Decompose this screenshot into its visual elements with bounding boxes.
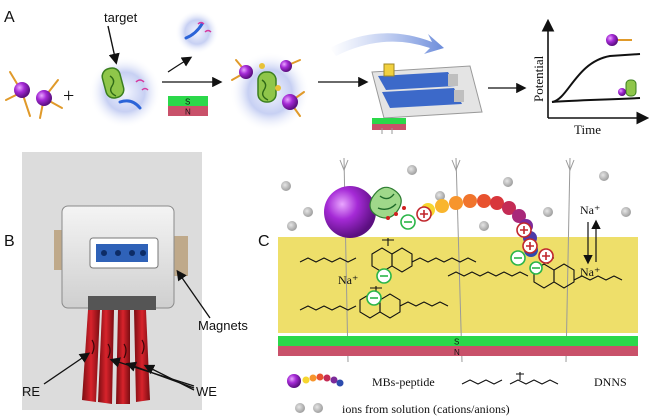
legend-ions: ions from solution (cations/anions) — [342, 402, 510, 416]
mb-target-complex — [230, 52, 310, 132]
mb-peptide-on-membrane — [324, 186, 538, 257]
plus-charge — [522, 238, 538, 254]
panel-a-label: A — [4, 9, 15, 26]
dnns-molecules — [299, 238, 623, 319]
legend: MBs-peptide DNNS ions from solution (cat… — [287, 372, 627, 416]
plus-charge — [538, 248, 554, 264]
lower-curve — [551, 97, 641, 103]
plus-sign: + — [63, 85, 74, 107]
sensor-device-photo — [22, 152, 202, 410]
potential-time-chart: Potential Time — [531, 18, 650, 137]
target-bacteria — [89, 56, 161, 128]
we-label: WE — [196, 384, 217, 399]
sensor-strip — [371, 63, 483, 134]
minus-charge — [529, 261, 543, 275]
minus-charge — [510, 250, 526, 266]
bound-target-marker — [625, 79, 637, 97]
mb-peptide-conjugate — [5, 71, 63, 119]
legend-dnns-icon — [461, 379, 559, 385]
magnet-bar-s-label: S — [454, 338, 459, 347]
plus-charge — [416, 206, 432, 222]
sodium-ion-membrane: Na⁺ — [580, 265, 600, 279]
chart-xlabel: Time — [574, 122, 601, 137]
deposit-sweep-arrow — [330, 33, 444, 56]
target-pointer-arrow — [107, 25, 120, 65]
minus-charge — [376, 268, 392, 284]
magnet-n-label: N — [185, 108, 191, 117]
upper-curve — [551, 53, 641, 103]
release-arrow — [167, 56, 193, 73]
panel-b-label: B — [4, 233, 15, 250]
magnet-block-a: S N — [168, 96, 208, 117]
free-bead-marker — [606, 34, 618, 46]
re-label: RE — [22, 384, 40, 399]
sodium-ion-solution: Na⁺ — [580, 203, 600, 217]
legend-ion-icon — [295, 403, 305, 413]
charge-markers — [366, 206, 554, 306]
magnets-arrow — [176, 269, 211, 319]
legend-mbs-peptide: MBs-peptide — [372, 375, 435, 389]
alligator-clips — [82, 310, 150, 404]
panel-c-label: C — [258, 233, 270, 250]
re-arrow — [43, 352, 91, 385]
we-arrow-3 — [143, 364, 195, 391]
protein-structure — [369, 186, 406, 220]
plus-charge — [516, 222, 532, 238]
minus-charge — [366, 290, 382, 306]
magnetic-bead — [324, 186, 376, 238]
legend-mbs-peptide-icon — [287, 373, 344, 388]
magnet-bar-south — [278, 336, 638, 346]
chart-ylabel: Potential — [531, 55, 546, 102]
magnet-bar-n-label: N — [454, 348, 460, 357]
released-target-bubble — [175, 10, 219, 54]
ion-selective-membrane — [278, 237, 638, 333]
magnets-label: Magnets — [198, 318, 248, 333]
minus-charge — [400, 214, 416, 230]
magnet-bar-north — [278, 346, 638, 356]
exchange-arrows — [583, 219, 601, 265]
target-label: target — [104, 10, 138, 25]
magnet-s-label: S — [185, 98, 190, 107]
legend-dnns: DNNS — [594, 375, 627, 389]
solution-ions — [281, 165, 631, 231]
sodium-ion-complexed: Na⁺ — [338, 273, 358, 287]
